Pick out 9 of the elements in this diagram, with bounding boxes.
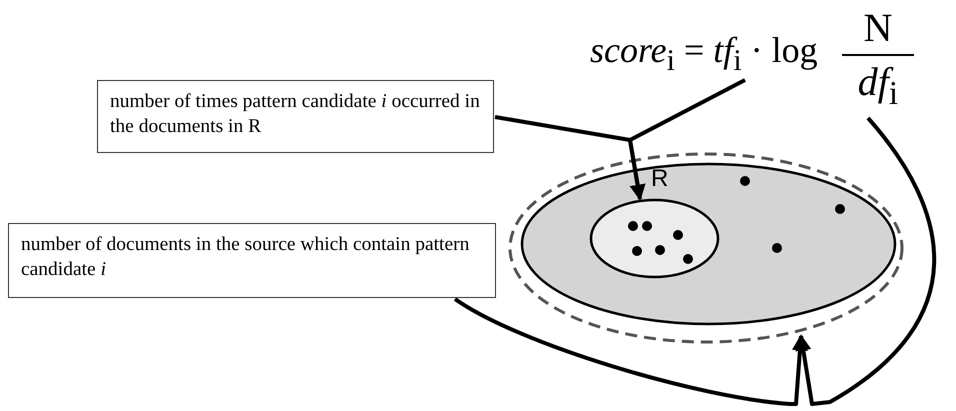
leader-arrow: [494, 115, 646, 201]
formula: score$_{i}$ = tf$_{i}$ · log: [590, 22, 818, 90]
fraction-denominator: df$_{i}$: [856, 58, 900, 114]
leader-arrow: [454, 297, 808, 406]
fraction-numerator: N: [862, 4, 894, 52]
annotation-box: number of documents in the source which contain pattern candidate i: [8, 223, 496, 298]
leader-arrow: [795, 116, 936, 406]
annotation-box: number of times pattern candidate i occurred in the documents in R: [97, 80, 494, 153]
set-label: R: [651, 165, 668, 193]
